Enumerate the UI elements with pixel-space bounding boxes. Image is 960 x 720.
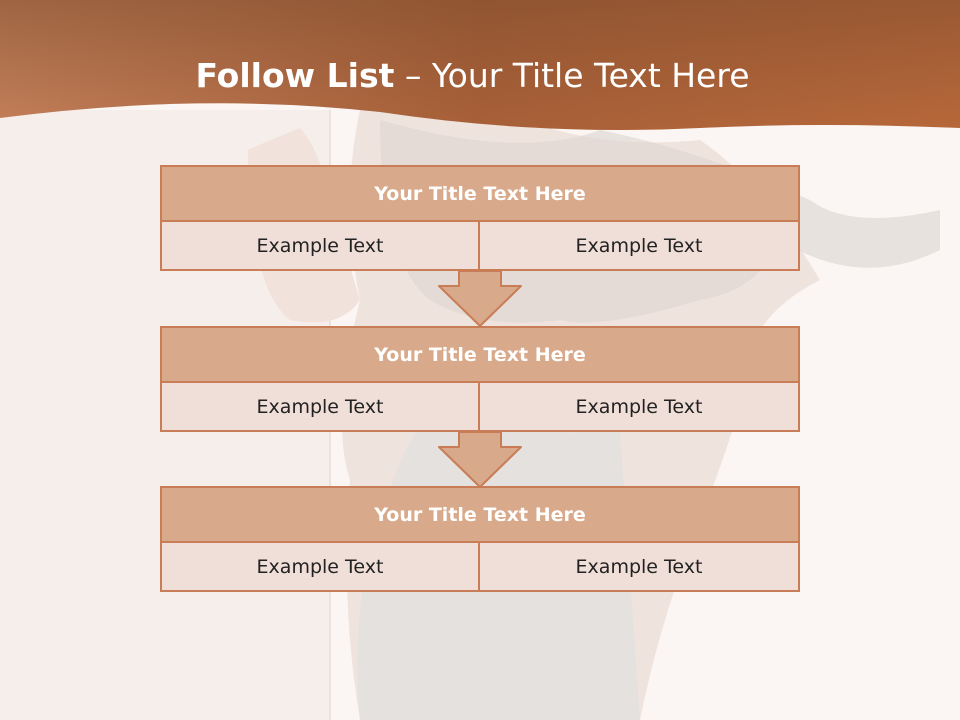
list-block-1: Your Title Text Here Example Text Exampl… bbox=[160, 165, 800, 271]
down-arrow-icon bbox=[438, 431, 522, 488]
block-title: Your Title Text Here bbox=[160, 165, 800, 222]
block-cell-right: Example Text bbox=[480, 222, 800, 271]
down-arrow-icon bbox=[438, 270, 522, 327]
block-cell-right: Example Text bbox=[480, 543, 800, 592]
block-row: Example Text Example Text bbox=[160, 383, 800, 432]
block-title: Your Title Text Here bbox=[160, 326, 800, 383]
block-cell-left: Example Text bbox=[160, 383, 480, 432]
block-cell-right: Example Text bbox=[480, 383, 800, 432]
slide-title: Follow List – Your Title Text Here bbox=[0, 52, 945, 100]
list-block-2: Your Title Text Here Example Text Exampl… bbox=[160, 326, 800, 432]
slide-title-rest: – Your Title Text Here bbox=[404, 56, 750, 95]
list-block-3: Your Title Text Here Example Text Exampl… bbox=[160, 486, 800, 592]
block-row: Example Text Example Text bbox=[160, 543, 800, 592]
block-cell-left: Example Text bbox=[160, 222, 480, 271]
block-cell-left: Example Text bbox=[160, 543, 480, 592]
block-row: Example Text Example Text bbox=[160, 222, 800, 271]
slide-title-bold: Follow List bbox=[195, 56, 395, 95]
block-title: Your Title Text Here bbox=[160, 486, 800, 543]
